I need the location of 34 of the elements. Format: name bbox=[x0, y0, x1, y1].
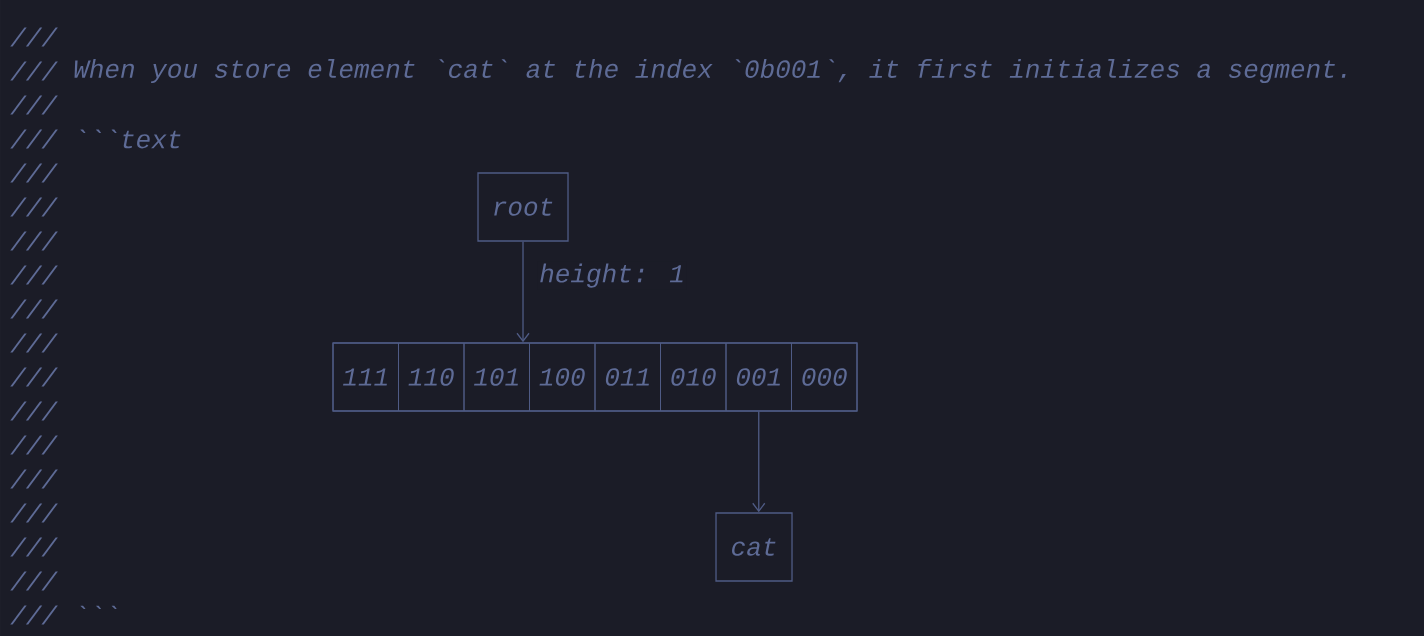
array-cell: 000 bbox=[791, 342, 858, 412]
comment-marker: /// bbox=[10, 129, 58, 149]
comment-marker: /// bbox=[10, 333, 58, 353]
node-box: cat bbox=[715, 512, 793, 582]
comment-marker: /// bbox=[10, 197, 58, 217]
comment-marker: /// bbox=[10, 367, 58, 387]
array-cell: 010 bbox=[660, 342, 727, 412]
comment-marker: /// bbox=[10, 469, 58, 489]
comment-text: When you store element `cat` at the index `0b001`, it first initializes a segment. bbox=[74, 58, 1346, 84]
comment-marker: /// bbox=[10, 95, 58, 115]
comment-marker: /// bbox=[10, 503, 58, 523]
array-cell: 111 bbox=[332, 342, 399, 412]
comment-marker: /// bbox=[10, 435, 58, 455]
comment-marker: /// bbox=[10, 299, 58, 319]
comment-marker: /// bbox=[10, 537, 58, 557]
comment-marker: /// bbox=[10, 605, 58, 625]
comment-marker: /// bbox=[10, 265, 58, 285]
array-cell: 101 bbox=[463, 342, 530, 412]
array-cell: 011 bbox=[594, 342, 661, 412]
array-cell: 110 bbox=[398, 342, 465, 412]
code-fence: ```text bbox=[80, 129, 181, 149]
comment-marker: /// bbox=[10, 61, 58, 81]
array-cell: 001 bbox=[725, 342, 792, 412]
node-box: root bbox=[477, 172, 569, 242]
comment-marker: /// bbox=[10, 231, 58, 251]
comment-marker: /// bbox=[10, 401, 58, 421]
code-fence: ``` bbox=[80, 605, 117, 609]
arrow bbox=[752, 410, 766, 513]
comment-marker: /// bbox=[10, 27, 58, 47]
array-cell: 100 bbox=[529, 342, 596, 412]
comment-marker: /// bbox=[10, 571, 58, 591]
edge-label: height: 1 bbox=[540, 263, 683, 288]
arrow bbox=[516, 241, 530, 343]
comment-marker: /// bbox=[10, 163, 58, 183]
